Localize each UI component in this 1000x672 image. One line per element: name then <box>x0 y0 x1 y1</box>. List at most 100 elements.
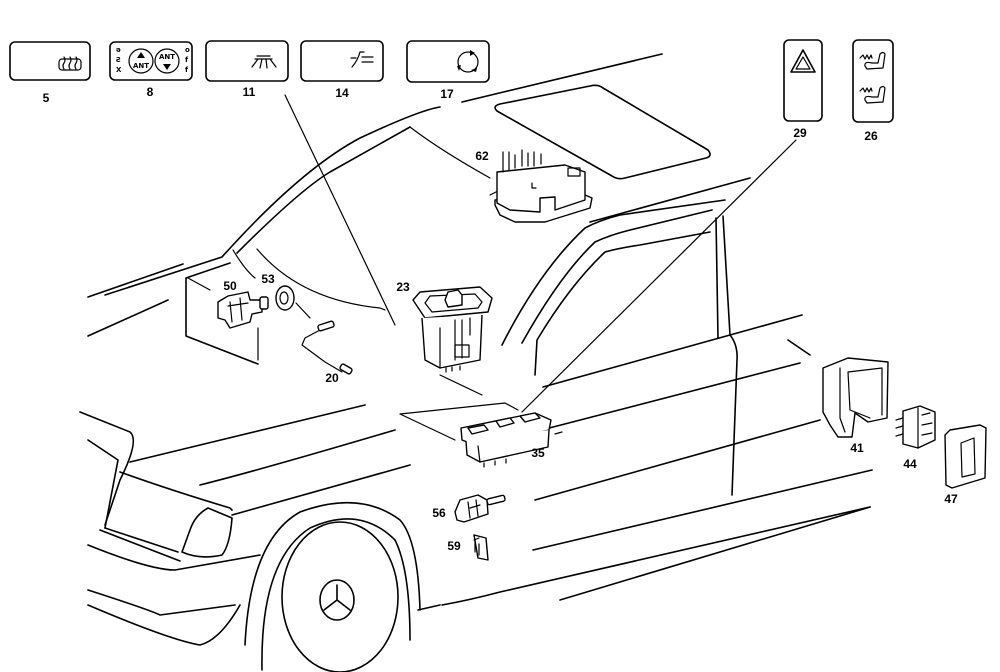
label-17: 17 <box>440 87 454 101</box>
dash-line <box>439 374 483 396</box>
leader-29 <box>521 139 797 413</box>
leader-11 <box>284 94 396 326</box>
side-mark: Ƨ <box>116 56 121 64</box>
sill-line <box>559 506 871 601</box>
hood-line-2 <box>87 299 169 337</box>
rocker-line <box>441 506 871 606</box>
label-14: 14 <box>335 86 349 100</box>
bumper-mid <box>87 589 236 616</box>
side-mark: f <box>185 56 189 64</box>
window-frame-inner <box>534 231 711 376</box>
part-56-connector[interactable] <box>454 494 506 523</box>
roof-edge-line <box>589 177 751 223</box>
label-35: 35 <box>531 446 545 460</box>
rear-window-defrost-icon <box>58 56 82 71</box>
part-35-window-switch-block[interactable] <box>460 412 563 468</box>
part-59-clip[interactable] <box>473 534 489 561</box>
label-59: 59 <box>447 539 461 553</box>
grille-left <box>87 439 119 529</box>
panel-29-hazard[interactable] <box>783 39 823 122</box>
grille-bottom-2 <box>99 529 181 562</box>
wheel-rim <box>281 521 399 672</box>
headlight-range-icon <box>350 51 374 68</box>
arrow-down-icon <box>163 64 171 70</box>
part-47-switch-bezel[interactable] <box>944 424 987 489</box>
b-pillar-2 <box>722 215 731 336</box>
label-62: 62 <box>475 149 489 163</box>
fender-line <box>199 429 396 486</box>
antenna-down-button[interactable] <box>154 48 180 74</box>
panel-5-rear-defrost[interactable] <box>9 41 91 81</box>
car-outline <box>79 53 873 672</box>
side-mark: o <box>185 46 190 54</box>
label-26: 26 <box>864 129 878 143</box>
label-20: 20 <box>325 371 339 385</box>
beltline <box>542 314 803 388</box>
console-outline <box>399 402 519 441</box>
label-50: 50 <box>223 279 237 293</box>
arrow-up-icon <box>137 52 145 58</box>
hood-line-1 <box>87 263 184 298</box>
label-56: 56 <box>432 506 446 520</box>
door-line-2 <box>534 419 821 501</box>
label-23: 23 <box>396 280 410 294</box>
sunroof-outline <box>494 84 711 180</box>
grille-bottom <box>104 527 179 553</box>
label-41: 41 <box>850 441 864 455</box>
window-frame-mid <box>521 209 713 344</box>
side-mark: ǝ <box>116 46 121 54</box>
hood-front-left <box>79 411 135 526</box>
leader-50-box <box>187 277 211 291</box>
part-41-switch-frame[interactable] <box>822 357 889 438</box>
dash-curve <box>256 248 386 311</box>
leader-lines <box>187 94 797 413</box>
label-29: 29 <box>793 126 807 140</box>
mercedes-star-icon <box>323 584 351 611</box>
label-5: 5 <box>43 91 50 105</box>
part-62-sunroof-switch[interactable] <box>494 149 593 223</box>
door-rear-edge <box>729 334 738 496</box>
leader-53 <box>295 302 311 319</box>
a-pillar-line <box>232 249 256 279</box>
part-53-lamp-ring[interactable] <box>275 285 295 311</box>
roof-line <box>461 53 663 103</box>
label-44: 44 <box>903 457 917 471</box>
side-mark: X <box>116 66 122 74</box>
wheel-arch-inner <box>261 518 411 671</box>
side-mark: f <box>185 66 189 74</box>
recirculation-icon <box>457 50 479 73</box>
rear-door-line <box>787 339 811 356</box>
hood-crease <box>129 404 366 463</box>
door-line-1 <box>529 362 801 434</box>
grille-top <box>119 471 233 511</box>
fender-top-line <box>231 464 411 516</box>
antenna-down-label: ANT <box>159 53 175 61</box>
window-frame-outer <box>501 199 726 346</box>
seat-heater-icon <box>859 51 886 104</box>
label-8: 8 <box>147 85 154 99</box>
sill-start <box>417 604 441 611</box>
windshield-outer <box>104 106 441 296</box>
antenna-up-button[interactable] <box>128 48 154 74</box>
hub-emblem-ring <box>319 579 355 621</box>
interior-light-icon <box>251 55 277 69</box>
bumper-top <box>87 544 261 571</box>
panel-11-interior-light[interactable] <box>205 40 289 82</box>
door-line-3 <box>532 469 873 551</box>
part-23-rocker-switch[interactable] <box>412 286 493 373</box>
label-47: 47 <box>944 492 958 506</box>
bumper-bottom <box>87 604 241 646</box>
part-20-bulb-wire[interactable] <box>301 320 353 375</box>
antenna-up-label: ANT <box>133 62 149 70</box>
label-11: 11 <box>243 85 256 99</box>
part-50-switch-module[interactable] <box>185 262 269 365</box>
panel-17-recirculation[interactable] <box>406 40 490 83</box>
part-44-switch-insert[interactable] <box>895 405 936 449</box>
panel-8-antenna[interactable]: ǝ Ƨ X ANT ANT o f f <box>109 41 193 81</box>
label-53: 53 <box>261 272 275 286</box>
headlight <box>181 507 233 558</box>
wheel-arch-outer <box>244 501 421 646</box>
panel-14-headlight-range[interactable] <box>300 40 384 82</box>
panel-26-seat-heater[interactable] <box>852 39 894 123</box>
